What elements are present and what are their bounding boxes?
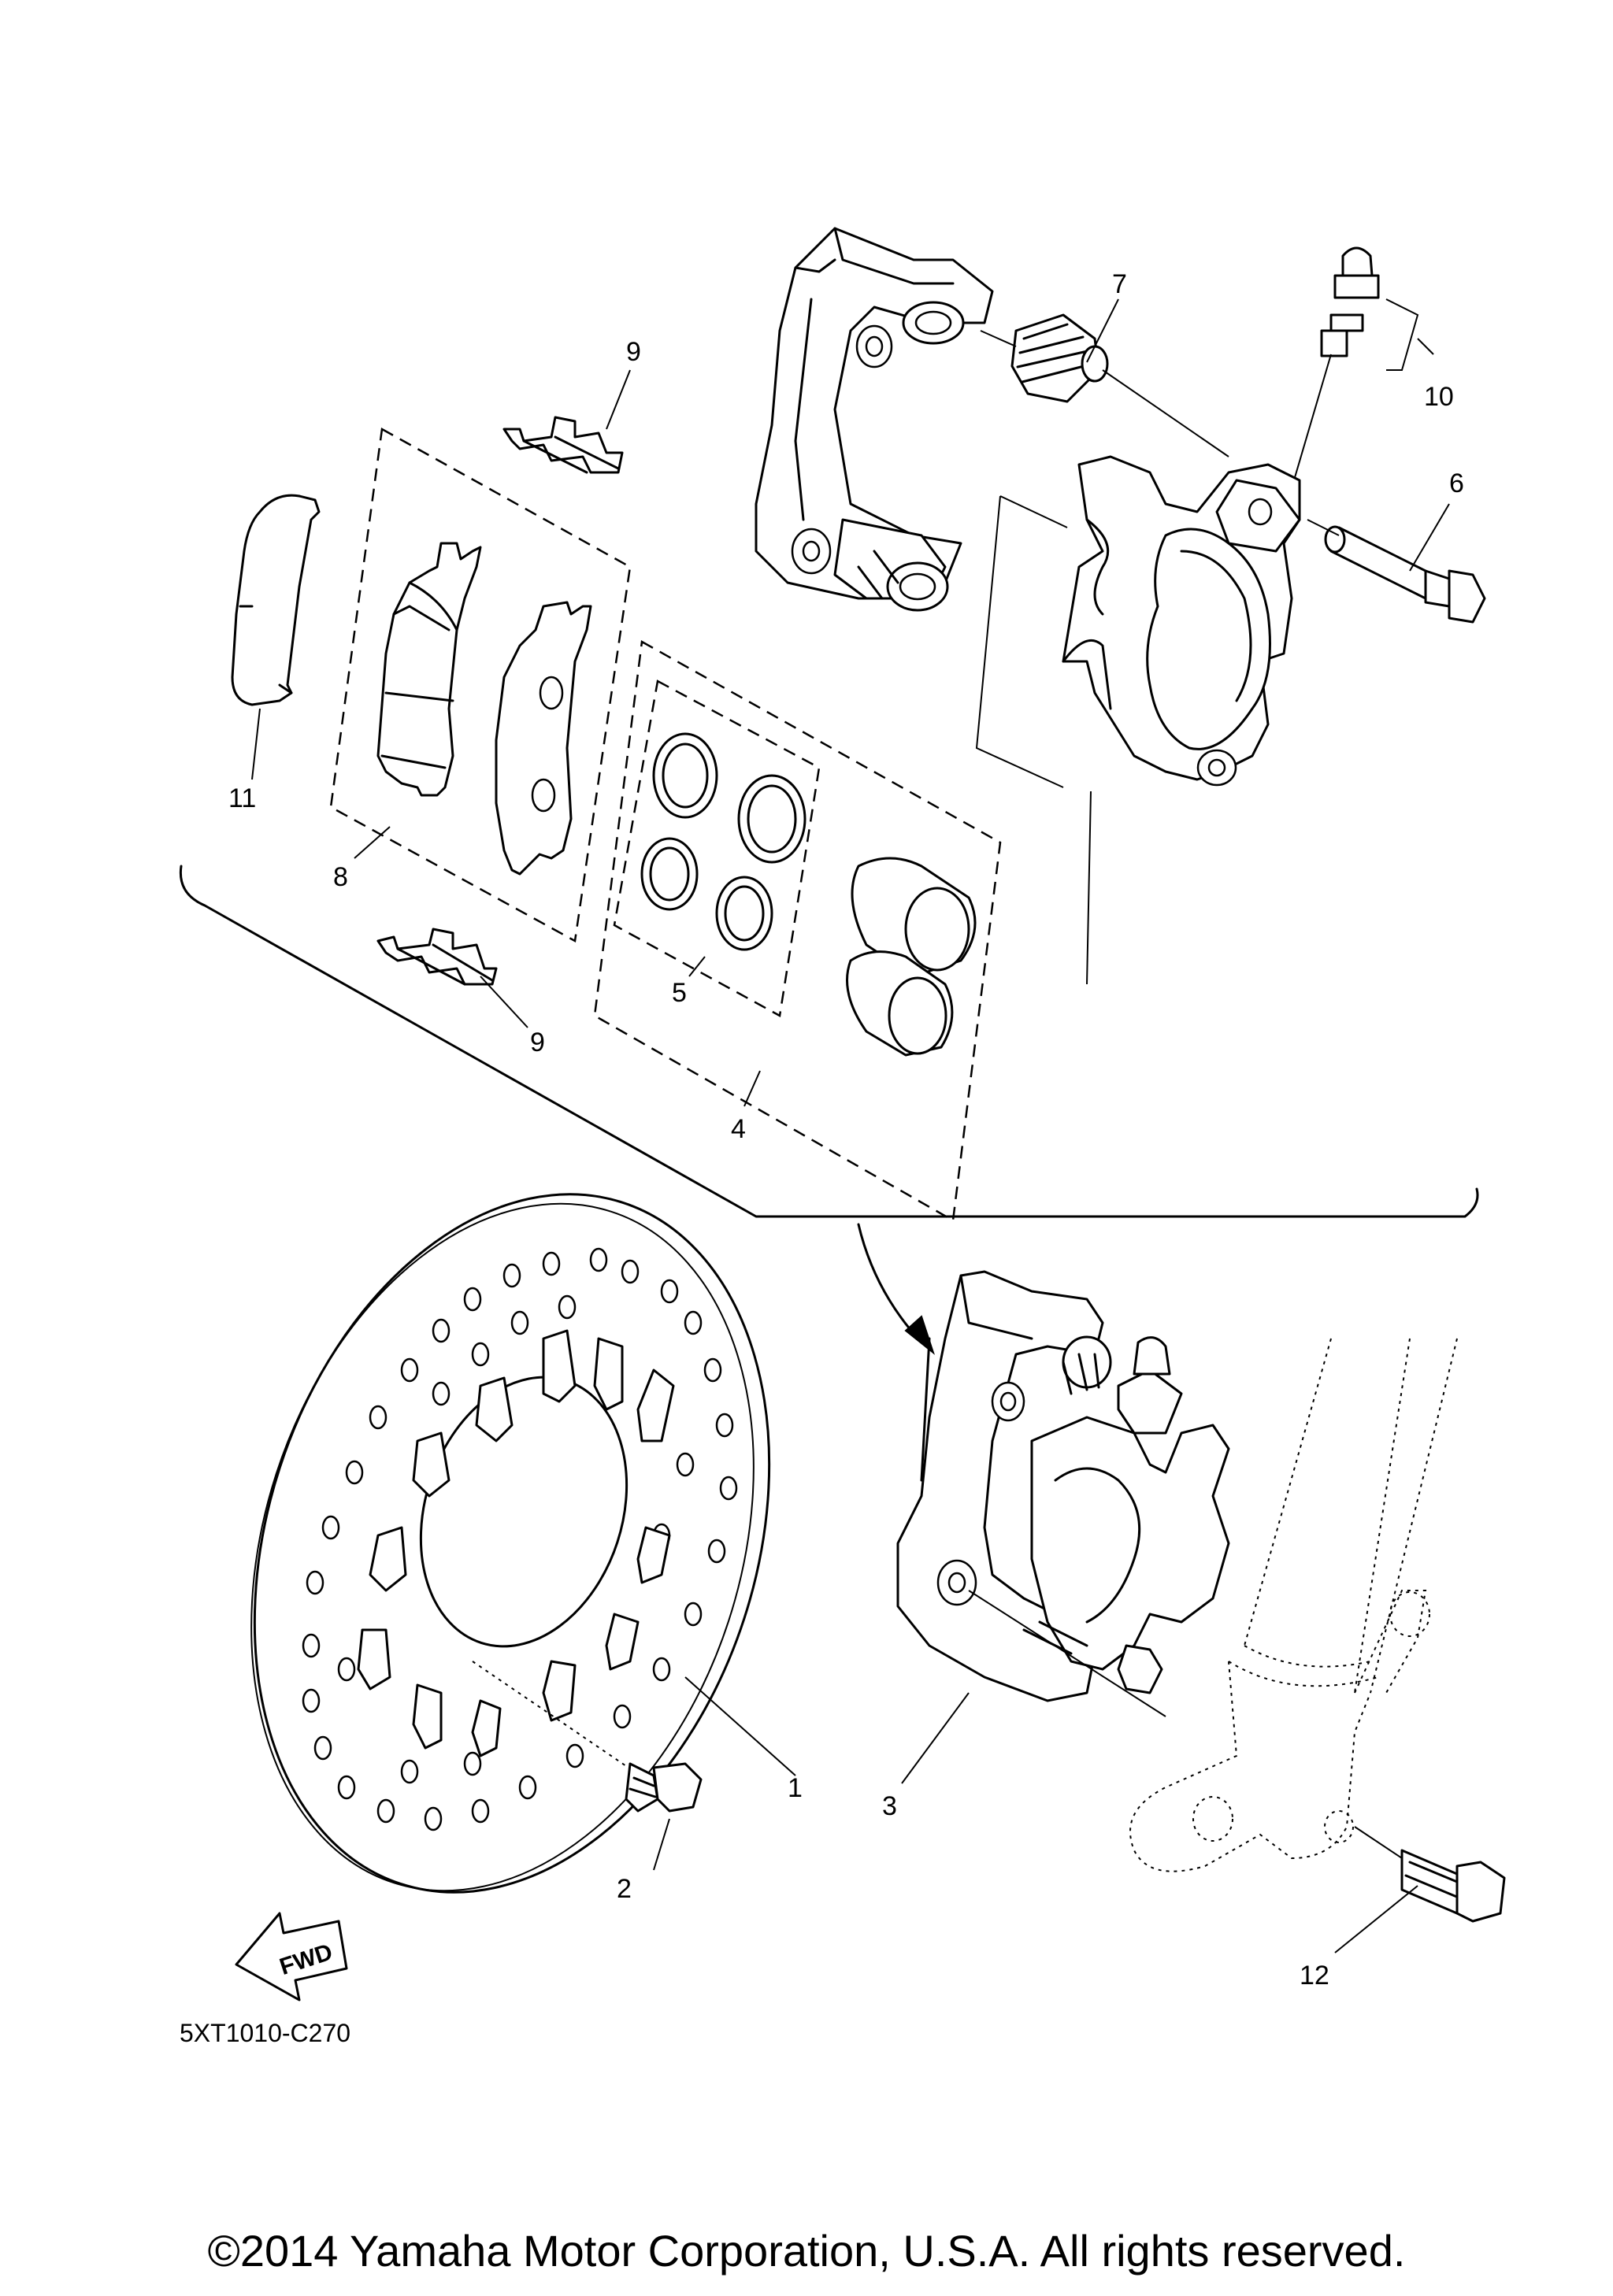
mounting-bolt	[1354, 1826, 1506, 1923]
part-label-1: 1	[788, 1773, 803, 1803]
part-label-2: 2	[617, 1874, 632, 1904]
caliper-bracket	[755, 227, 994, 612]
pin-boot	[980, 313, 1229, 457]
caliper-body	[1062, 455, 1301, 787]
bleeder-screw	[1291, 246, 1380, 489]
part-label-8: 8	[333, 862, 348, 892]
assembled-caliper	[896, 1270, 1230, 1717]
leader-lines	[251, 298, 1450, 1953]
pad-spring-bottom	[376, 928, 498, 986]
brake-disc	[250, 1193, 771, 1894]
disc-bolt	[625, 1762, 703, 1813]
part-label-3: 3	[882, 1791, 897, 1821]
diagram-code: 5XT1010-C270	[180, 2019, 350, 2047]
pad-spring-top	[502, 416, 624, 474]
brake-pad-a	[376, 542, 482, 797]
forward-arrow-icon: FWD	[235, 1912, 348, 2002]
part-label-5: 5	[672, 978, 687, 1008]
pad-shim	[231, 494, 321, 706]
copyright-notice: ©2014 Yamaha Motor Corporation, U.S.A. A…	[208, 2226, 1406, 2276]
part-label-12: 12	[1300, 1961, 1329, 1990]
part-label-9-bottom: 9	[530, 1028, 545, 1057]
brake-pad-b	[495, 601, 592, 876]
fork-leg	[1129, 1338, 1458, 1872]
disc-slots	[357, 1329, 675, 1757]
part-label-6: 6	[1449, 468, 1464, 498]
pin-bolt	[1307, 519, 1486, 624]
part-label-9-top: 9	[626, 337, 641, 367]
part-label-10: 10	[1424, 382, 1454, 412]
part-label-11: 11	[228, 783, 256, 813]
part-label-4: 4	[731, 1114, 746, 1144]
part-label-7: 7	[1112, 269, 1127, 299]
piston-seals	[640, 732, 806, 951]
pistons	[846, 857, 977, 1057]
